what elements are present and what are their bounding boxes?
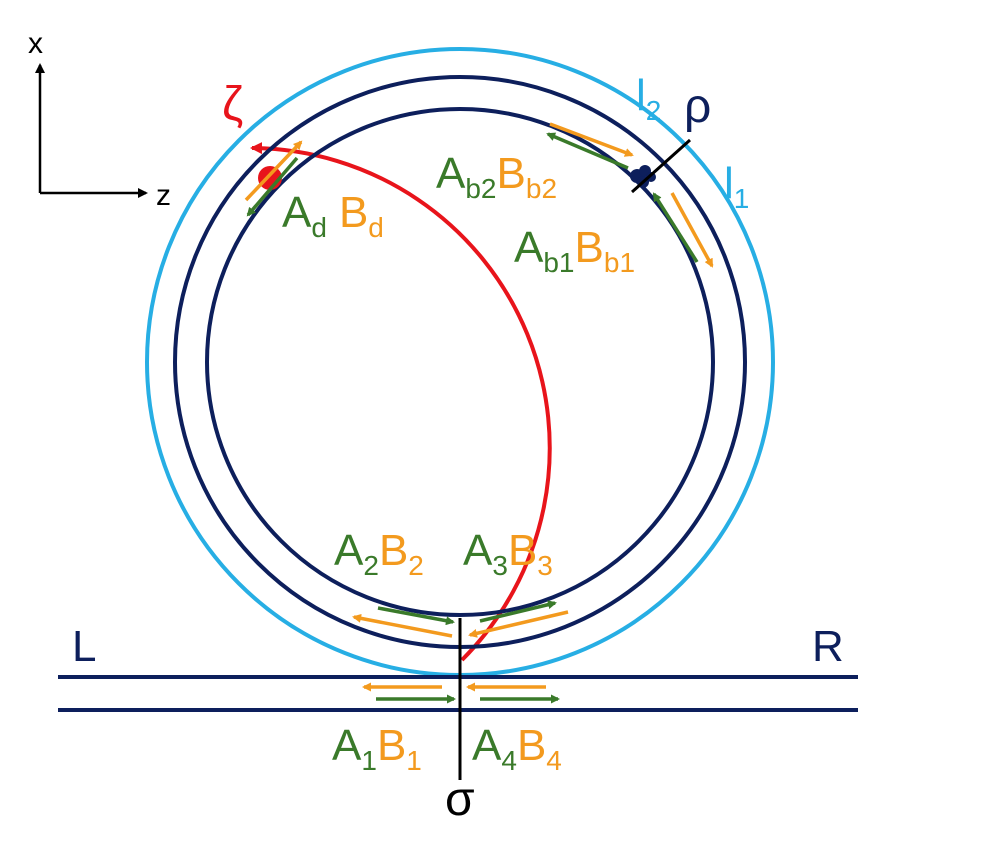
z-axis-label: z bbox=[156, 179, 171, 212]
arrows-b1 bbox=[652, 192, 714, 268]
green-arrow-left bbox=[377, 606, 455, 626]
path-l1-red bbox=[250, 142, 552, 662]
path-l2-label: l2 bbox=[636, 71, 661, 126]
orange-arrow bbox=[549, 122, 634, 157]
right-port-label: R bbox=[812, 622, 844, 671]
ring-outer-cyan bbox=[145, 47, 775, 677]
orange-arrow-left bbox=[352, 613, 453, 638]
green-arrow-right bbox=[479, 600, 557, 623]
green-arrow bbox=[652, 192, 699, 263]
axes: x z bbox=[28, 27, 171, 212]
left-port-label: L bbox=[72, 622, 96, 671]
arrows-ring-bottom bbox=[352, 600, 569, 638]
ring-resonator bbox=[145, 47, 775, 677]
sigma-symbol: σ bbox=[445, 773, 475, 826]
green-arrow bbox=[246, 156, 299, 217]
arrows-b2 bbox=[546, 122, 634, 170]
bus-waveguide: L R bbox=[58, 622, 858, 712]
label-ab1-bb1: Ab1Bb1 bbox=[514, 223, 635, 278]
arrows-ad-bd bbox=[244, 140, 303, 217]
orange-arrow bbox=[670, 192, 714, 268]
rho-symbol: ρ bbox=[684, 80, 711, 133]
label-a2-b2: A2B2 bbox=[334, 526, 424, 581]
green-arrow bbox=[546, 132, 629, 170]
label-ab2-bb2: Ab2Bb2 bbox=[436, 149, 557, 204]
label-a1-b1: A1B1 bbox=[332, 721, 422, 776]
path-l1-label: l1 bbox=[724, 159, 749, 214]
orange-arrow-right bbox=[468, 610, 569, 638]
x-axis-label: x bbox=[28, 27, 43, 60]
label-a3-b3: A3B3 bbox=[463, 526, 553, 581]
zeta-symbol: ζ bbox=[222, 78, 243, 131]
ring-inner-navy bbox=[205, 107, 715, 617]
arrows-waveguide bbox=[362, 682, 560, 704]
navy-cluster-scatterer bbox=[630, 165, 656, 188]
orange-arrow bbox=[244, 140, 303, 202]
label-a4-b4: A4B4 bbox=[472, 721, 562, 776]
rho-pointer-line bbox=[630, 138, 692, 194]
